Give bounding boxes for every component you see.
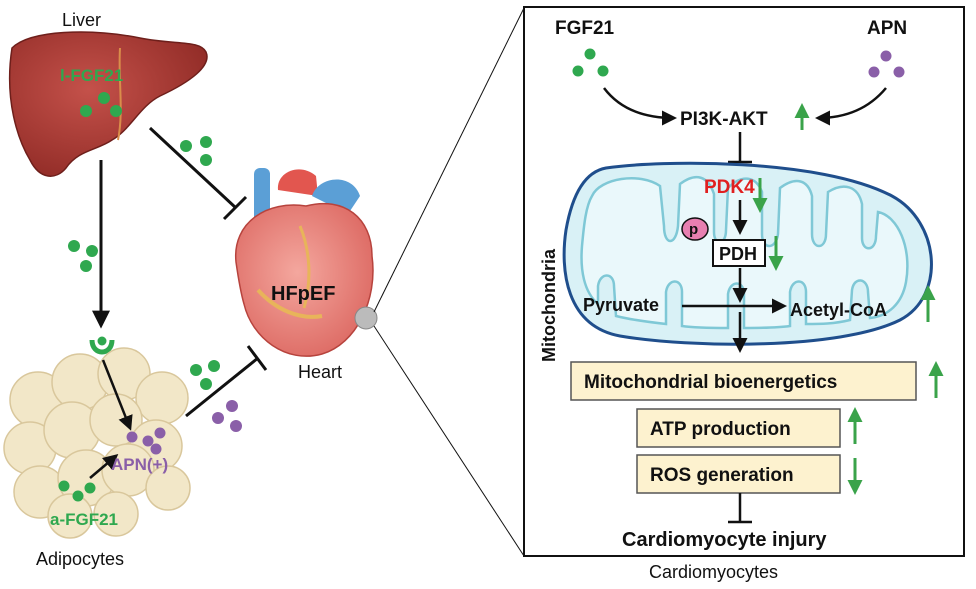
pdh-box [712, 239, 766, 267]
liver-label: Liver [62, 10, 101, 30]
atp-label: ATP production [650, 419, 791, 440]
fgf21-dots [572, 48, 609, 77]
pi3k-label: PI3K-AKT [680, 109, 768, 130]
afgf21-dots [58, 480, 96, 502]
afgf21-label: a-FGF21 [50, 510, 118, 529]
fgf21-to-pi3k-arrow [603, 87, 677, 126]
liver-heart-fgf21-dots [180, 136, 212, 166]
receptor-icon [89, 339, 115, 355]
ros-box [636, 454, 841, 494]
liver-inhibits-heart [148, 126, 248, 221]
pyruvate-label: Pyruvate [583, 295, 659, 315]
liver-organ [8, 31, 208, 177]
adipocyte-inhibits-heart [185, 345, 268, 418]
liver-fgf21-dots [80, 92, 122, 117]
apn-to-pi3k-arrow [815, 87, 887, 126]
injury-label: Cardiomyocyte injury [622, 529, 827, 551]
bioenergetics-label: Mitochondrial bioenergetics [584, 372, 837, 393]
receptor-to-apn-arrow [101, 359, 133, 431]
apn-dots-adipocyte [126, 427, 166, 455]
fgf21-label: FGF21 [555, 18, 615, 39]
heart-inner-label: HFpEF [271, 283, 335, 305]
adipocytes-label: Adipocytes [36, 549, 124, 569]
apn-top-dots [868, 50, 905, 78]
mitochondria-side-label: Mitochondria [539, 248, 559, 362]
zoom-line-top [373, 7, 525, 313]
circulating-fgf21-dots [68, 240, 98, 272]
heart-organ [235, 168, 378, 357]
afgf21-to-apn-arrow [89, 454, 119, 479]
phospho-badge [681, 217, 709, 241]
panel-title: Cardiomyocytes [649, 562, 778, 582]
adipocyte-heart-apn-dots [212, 400, 242, 432]
adipocyte-heart-fgf21-dots [190, 360, 220, 390]
phospho-label: p [689, 221, 698, 238]
acetyl-coa-label: Acetyl-CoA [790, 300, 887, 320]
pdk4-label: PDK4 [704, 177, 755, 198]
zoom-line-bottom [373, 325, 525, 557]
atp-box [636, 408, 841, 448]
pdh-label: PDH [719, 244, 757, 264]
ros-label: ROS generation [650, 465, 794, 486]
heart-label: Heart [298, 362, 342, 382]
bound-fgf21-dot [97, 336, 107, 346]
liver-ligand-label: l-FGF21 [60, 66, 123, 85]
apn-top-label: APN [867, 18, 907, 39]
apn-label: APN(+) [111, 455, 168, 474]
bioenergetics-box [570, 361, 917, 401]
